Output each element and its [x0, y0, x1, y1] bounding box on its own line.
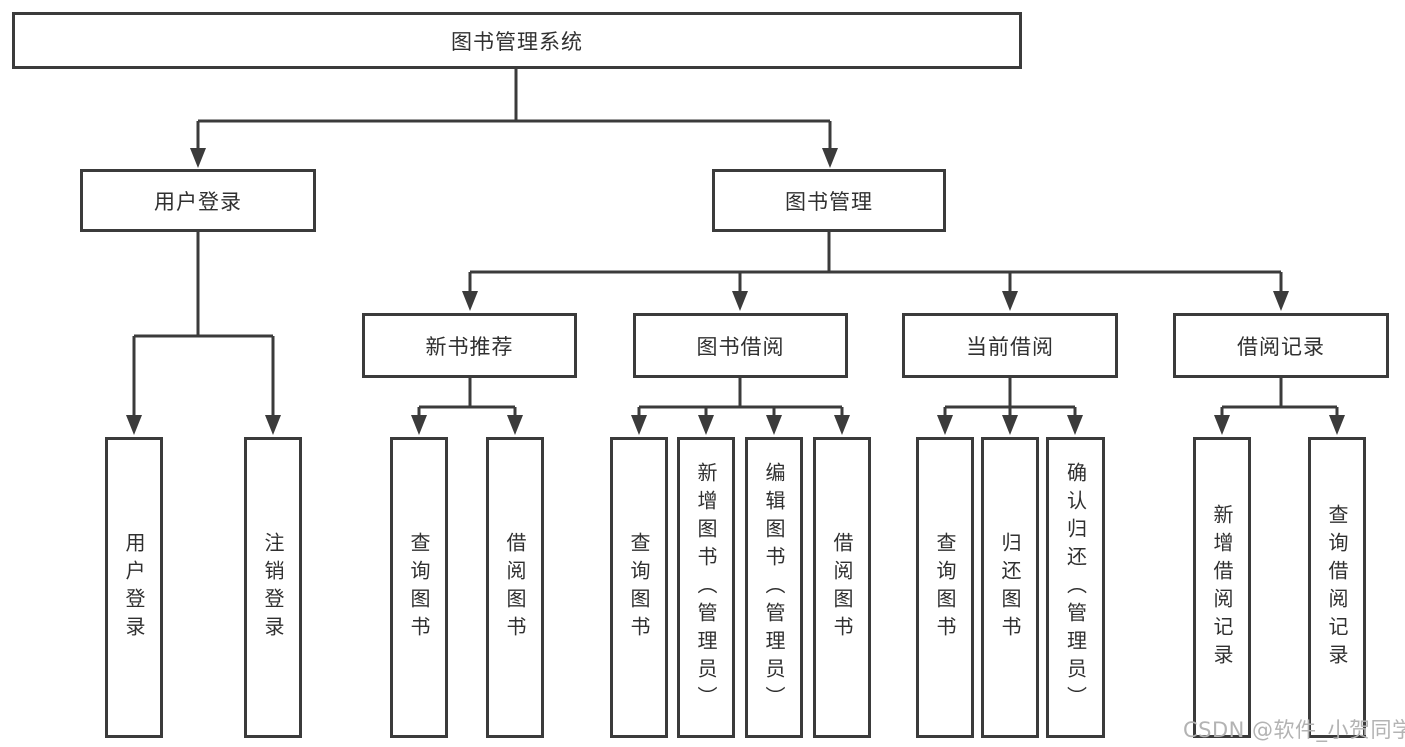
leaf-logout: 注销登录	[244, 437, 302, 738]
leaf-edit-books-admin-label: 编辑图书（管理员）	[762, 461, 786, 714]
node-book-management-label: 图书管理	[785, 189, 873, 214]
node-user-login: 用户登录	[80, 169, 316, 232]
leaf-return-books: 归还图书	[981, 437, 1039, 738]
node-book-management: 图书管理	[712, 169, 946, 232]
leaf-query-books-borrow-label: 查询图书	[627, 531, 651, 644]
node-current-borrow-label: 当前借阅	[966, 334, 1054, 359]
leaf-add-books-admin-label: 新增图书（管理员）	[694, 461, 718, 714]
node-new-book-recommend: 新书推荐	[362, 313, 577, 378]
leaf-user-login-label: 用户登录	[122, 531, 146, 644]
leaf-query-borrow-record: 查询借阅记录	[1308, 437, 1366, 738]
leaf-query-borrow-record-label: 查询借阅记录	[1325, 503, 1349, 672]
leaf-borrow-books-recommend-label: 借阅图书	[503, 531, 527, 644]
node-borrow-records: 借阅记录	[1173, 313, 1389, 378]
leaf-return-books-label: 归还图书	[998, 531, 1022, 644]
node-borrow-records-label: 借阅记录	[1237, 334, 1325, 359]
leaf-edit-books-admin: 编辑图书（管理员）	[745, 437, 803, 738]
leaf-borrow-books-recommend: 借阅图书	[486, 437, 544, 738]
node-library-system: 图书管理系统	[12, 12, 1022, 69]
leaf-query-books-current: 查询图书	[916, 437, 974, 738]
node-new-book-recommend-label: 新书推荐	[425, 334, 514, 359]
leaf-query-books-recommend-label: 查询图书	[407, 531, 431, 644]
leaf-borrow-books-label: 借阅图书	[830, 531, 854, 644]
leaf-logout-label: 注销登录	[261, 531, 285, 644]
leaf-confirm-return-admin-label: 确认归还（管理员）	[1063, 461, 1088, 714]
leaf-borrow-books: 借阅图书	[813, 437, 871, 738]
node-book-borrow: 图书借阅	[633, 313, 848, 378]
node-book-borrow-label: 图书借阅	[696, 334, 785, 359]
leaf-add-books-admin: 新增图书（管理员）	[677, 437, 735, 738]
leaf-user-login: 用户登录	[105, 437, 163, 738]
node-library-system-label: 图书管理系统	[451, 29, 583, 54]
leaf-add-borrow-record-label: 新增借阅记录	[1210, 503, 1234, 672]
leaf-query-books-current-label: 查询图书	[933, 531, 957, 644]
leaf-add-borrow-record: 新增借阅记录	[1193, 437, 1251, 738]
csdn-watermark: CSDN @软件_小贺同学	[1183, 718, 1405, 742]
leaf-query-books-borrow: 查询图书	[610, 437, 668, 738]
leaf-query-books-recommend: 查询图书	[390, 437, 448, 738]
node-user-login-label: 用户登录	[154, 189, 242, 214]
leaf-confirm-return-admin: 确认归还（管理员）	[1046, 437, 1105, 738]
node-current-borrow: 当前借阅	[902, 313, 1118, 378]
